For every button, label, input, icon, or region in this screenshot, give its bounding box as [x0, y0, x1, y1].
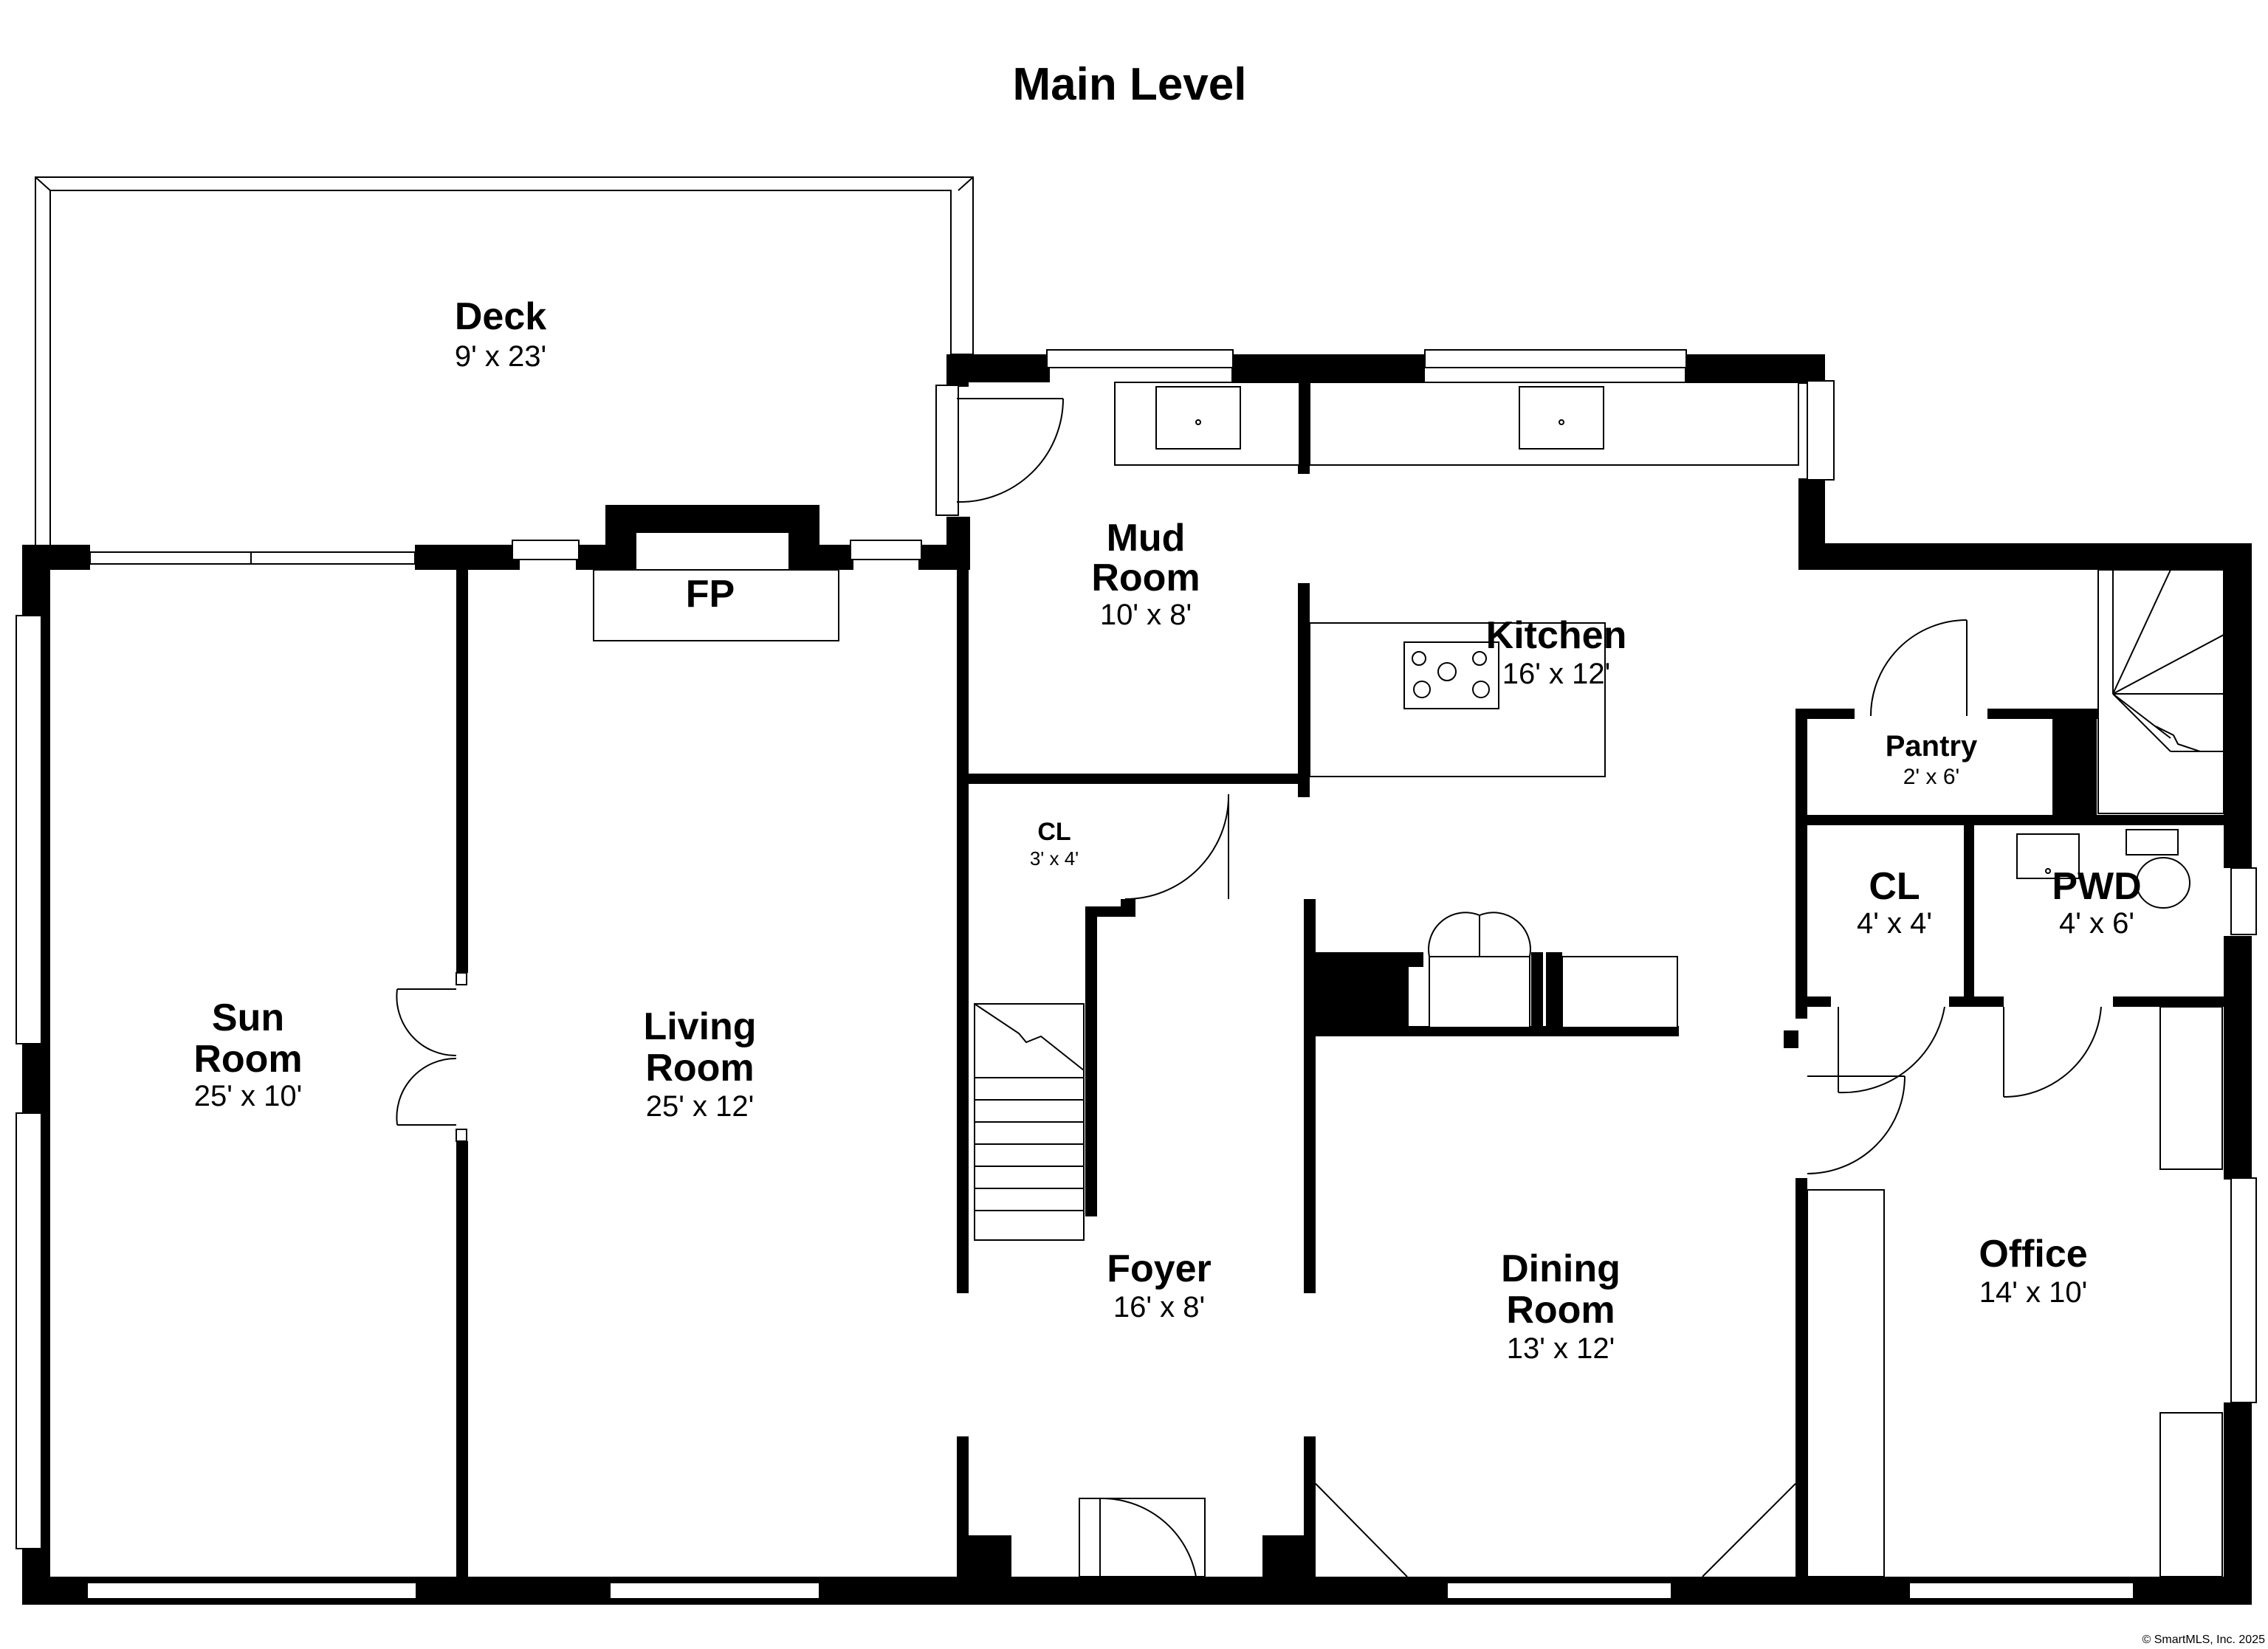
room-label-fp: FP — [686, 573, 735, 616]
sun-name2: Room — [193, 1038, 302, 1081]
sun-dim: 25' x 10' — [194, 1080, 302, 1112]
dining-dim: 13' x 12' — [1507, 1332, 1615, 1365]
deck-name: Deck — [455, 295, 546, 338]
cl2-name: CL — [1869, 865, 1920, 908]
room-label-sun-room: Sun Room 25' x 10' — [193, 996, 302, 1112]
mud-dim: 10' x 8' — [1100, 599, 1192, 631]
room-label-deck: Deck 9' x 23' — [455, 295, 546, 373]
room-label-pantry: Pantry 2' x 6' — [1886, 730, 1978, 789]
living-dim: 25' x 12' — [646, 1090, 754, 1123]
interior-walls — [456, 382, 2252, 1577]
exterior-walls — [22, 354, 2252, 1605]
cl1-dim: 3' x 4' — [1030, 847, 1079, 870]
cl1-name: CL — [1037, 818, 1071, 846]
copyright-credit: © SmartMLS, Inc. 2025 — [2142, 1633, 2265, 1646]
room-label-kitchen: Kitchen 16' x 12' — [1486, 614, 1627, 690]
living-name1: Living — [643, 1005, 756, 1048]
plan-title: Main Level — [1013, 59, 1247, 110]
doors — [396, 398, 2102, 1577]
fp-name: FP — [686, 573, 735, 616]
room-label-foyer: Foyer 16' x 8' — [1107, 1247, 1212, 1323]
foyer-stairs — [974, 1003, 1085, 1241]
pwd-name: PWD — [2052, 865, 2141, 908]
dining-name1: Dining — [1501, 1247, 1621, 1290]
deck-dim: 9' x 23' — [455, 340, 546, 373]
room-label-office: Office 14' x 10' — [1979, 1233, 2087, 1309]
room-label-mud-room: Mud Room 10' x 8' — [1091, 517, 1200, 631]
kitchen-dim: 16' x 12' — [1502, 658, 1610, 690]
mud-name1: Mud — [1107, 517, 1186, 560]
windows — [16, 349, 2257, 1600]
room-label-living-room: Living Room 25' x 12' — [643, 1005, 756, 1123]
room-label-cl-2: CL 4' x 4' — [1857, 865, 1932, 940]
sun-name1: Sun — [212, 996, 284, 1039]
foyer-dim: 16' x 8' — [1113, 1291, 1205, 1323]
cl2-dim: 4' x 4' — [1857, 907, 1932, 940]
pantry-dim: 2' x 6' — [1903, 765, 1960, 789]
office-name: Office — [1979, 1233, 2087, 1276]
foyer-name: Foyer — [1107, 1247, 1212, 1290]
kitchen-name: Kitchen — [1486, 614, 1627, 657]
room-label-pwd: PWD 4' x 6' — [2052, 865, 2141, 940]
room-label-dining-room: Dining Room 13' x 12' — [1501, 1247, 1621, 1365]
office-dim: 14' x 10' — [1979, 1276, 2087, 1309]
pwd-dim: 4' x 6' — [2059, 907, 2134, 940]
fixtures — [593, 382, 2224, 1577]
mud-name2: Room — [1091, 557, 1200, 599]
pantry-name: Pantry — [1886, 730, 1978, 762]
living-name2: Room — [645, 1047, 754, 1089]
back-stairs — [2097, 569, 2224, 814]
dining-name2: Room — [1506, 1289, 1615, 1332]
room-label-cl-1: CL 3' x 4' — [1030, 818, 1079, 870]
